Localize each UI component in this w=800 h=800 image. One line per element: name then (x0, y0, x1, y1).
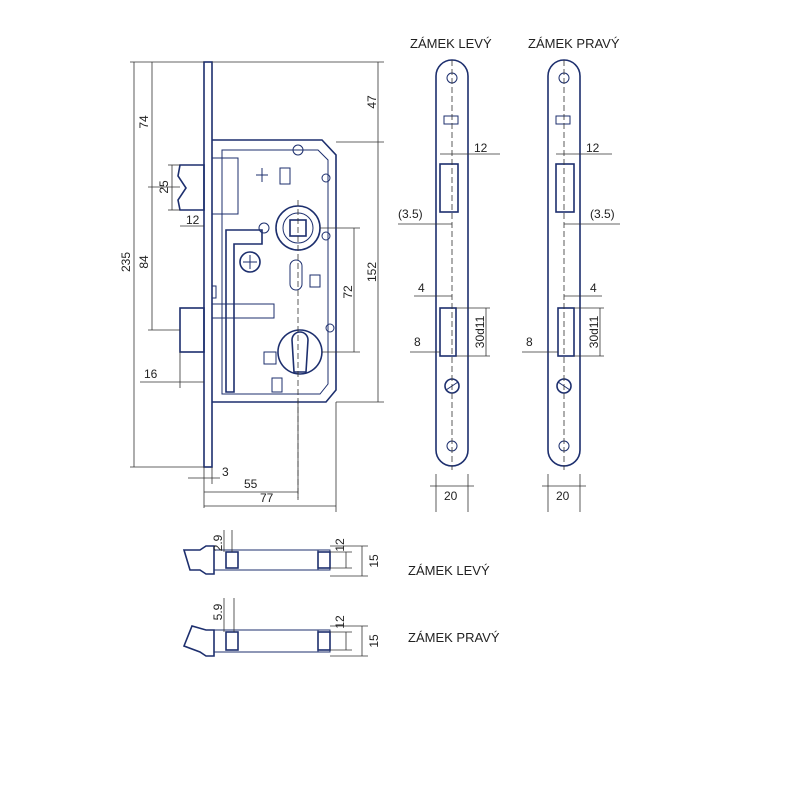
cylinder-outline (277, 329, 323, 375)
rivet-right (321, 173, 331, 183)
cam-block (263, 351, 277, 365)
label-lock-left-bottom: ZÁMEK LEVÝ (408, 563, 490, 578)
latch-right-dim-5-9: 5.9 (211, 603, 225, 620)
latch-right-tail (290, 629, 319, 653)
lock-body-view (177, 61, 337, 500)
plate-left-dim-20: 20 (444, 489, 458, 503)
latch-bolt (177, 164, 205, 211)
dim-84: 84 (137, 255, 151, 269)
dim-25: 25 (157, 180, 171, 194)
plate-right-latch-opening (555, 163, 575, 213)
key-symbol (256, 168, 268, 182)
plate-left-dim-12: 12 (474, 141, 488, 155)
rivet-top (292, 144, 304, 156)
faceplate-left-view: ZÁMEK LEVÝ 12 (3.5) 4 8 30d11 20 (398, 36, 500, 512)
spring-block (279, 167, 291, 185)
faceplate-right-view: ZÁMEK PRAVÝ 12 (3.5) 4 8 30d11 20 (522, 36, 620, 512)
lever-slide (225, 229, 263, 393)
latch-right-collar (225, 631, 239, 651)
dim-77: 77 (260, 491, 274, 505)
plate-left-bolt-opening (439, 307, 457, 357)
plate-left-dim-8: 8 (414, 335, 421, 349)
dim-235: 235 (119, 252, 133, 272)
dim-3: 3 (222, 465, 229, 479)
dim-74: 74 (137, 115, 151, 129)
plate-left-outline (435, 59, 469, 467)
label-lock-left-top: ZÁMEK LEVÝ (410, 36, 492, 51)
plate-right-slot (555, 115, 571, 125)
latch-left-collar (225, 551, 239, 569)
rivet-mid (321, 231, 331, 241)
plate-right-dim-8: 8 (526, 335, 533, 349)
faceplate (203, 61, 213, 468)
latch-left-shaft (213, 549, 331, 571)
latch-right-dim-12: 12 (333, 615, 347, 629)
dim-55: 55 (244, 477, 258, 491)
latch-left-dim-15: 15 (367, 554, 381, 568)
case-screw (239, 251, 261, 273)
rivet-low (325, 323, 335, 333)
screw-cross (243, 255, 257, 269)
plate-right-dim-3-5: (3.5) (590, 207, 615, 221)
latch-left-end (317, 551, 331, 569)
clip (211, 285, 217, 299)
plate-left-slot (443, 115, 459, 125)
plate-left-dim-4: 4 (418, 281, 425, 295)
small-block (309, 274, 321, 288)
plate-right-bolt-opening (557, 307, 575, 357)
latch-right-head (182, 625, 215, 657)
lock-case (212, 139, 337, 403)
latch-left-view: 2.9 12 15 ZÁMEK LEVÝ (182, 530, 490, 578)
slot-oval (289, 259, 303, 291)
dim-47: 47 (365, 95, 379, 109)
plate-right-outline (547, 59, 581, 467)
dim-152: 152 (365, 262, 379, 282)
latch-left-dim-2-9: 2.9 (211, 534, 225, 551)
main-dimensions: 235 74 84 25 12 47 152 72 16 (119, 61, 384, 512)
plate-right-dim-4: 4 (590, 281, 597, 295)
latch-right-view: 5.9 12 15 ZÁMEK PRAVÝ (182, 598, 500, 657)
label-lock-right-bottom: ZÁMEK PRAVÝ (408, 630, 500, 645)
plate-left-dim-30d11: 30d11 (473, 315, 487, 348)
cylinder-hole (291, 331, 309, 373)
latch-housing (211, 157, 239, 215)
cam-stop (271, 377, 283, 393)
latch-right-dim-15: 15 (367, 634, 381, 648)
plate-left-latch-opening (439, 163, 459, 213)
latch-left-dim-12: 12 (333, 538, 347, 552)
dim-16: 16 (144, 367, 158, 381)
latch-right-end (317, 631, 331, 651)
latch-right-shaft (213, 629, 331, 653)
latch-left-head (182, 545, 215, 575)
plate-right-dim-30d11: 30d11 (587, 315, 601, 348)
latch-left-tail (290, 549, 319, 571)
bolt-bar (211, 303, 275, 319)
dim-12-latch: 12 (186, 213, 200, 227)
plate-left-dim-3-5: (3.5) (398, 207, 423, 221)
plate-right-dim-12: 12 (586, 141, 600, 155)
dim-72: 72 (341, 285, 355, 299)
lock-case-inner (221, 149, 329, 395)
rivet-left (258, 222, 270, 234)
label-lock-right-top: ZÁMEK PRAVÝ (528, 36, 620, 51)
plate-right-dim-20: 20 (556, 489, 570, 503)
dead-bolt (179, 307, 205, 353)
